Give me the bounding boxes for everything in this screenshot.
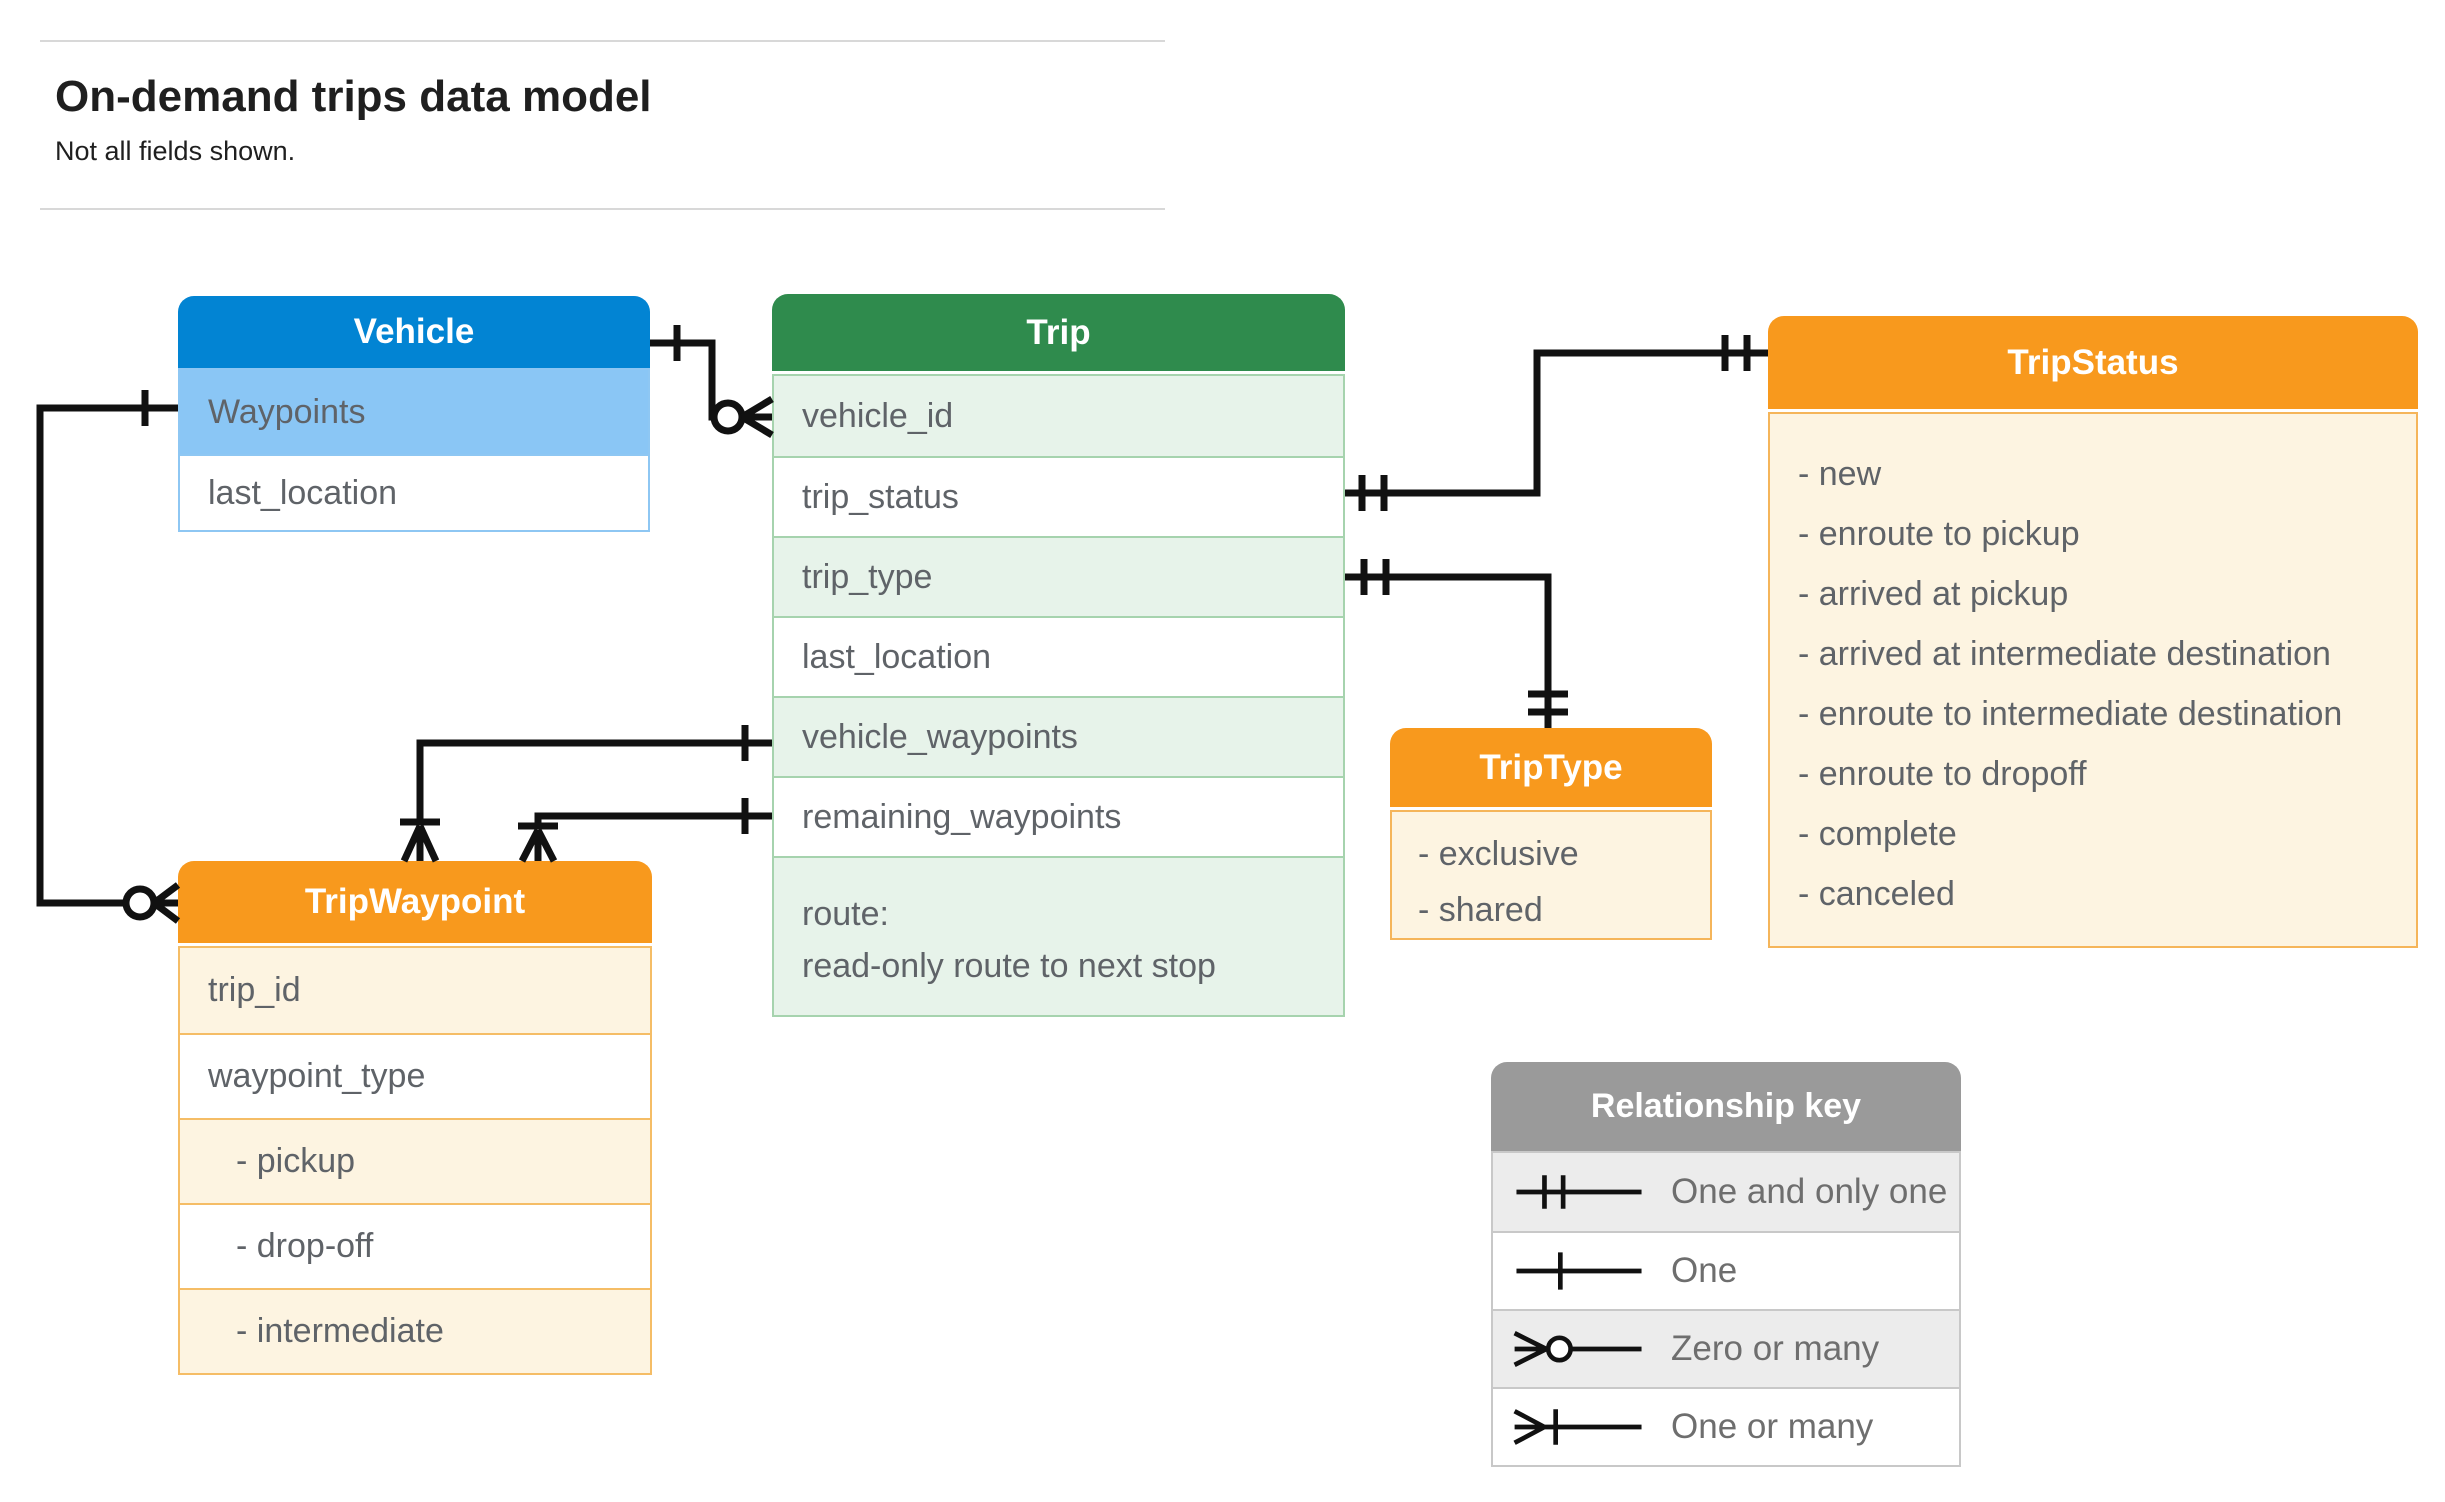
tripwaypoint-value-intermediate: - intermediate bbox=[180, 1288, 650, 1373]
field-trip-remaining-waypoints: remaining_waypoints bbox=[774, 776, 1343, 856]
tripwaypoint-value-pickup: - pickup bbox=[180, 1118, 650, 1203]
connector-trip-tripstatus bbox=[1345, 335, 1768, 511]
field-trip-last-location: last_location bbox=[774, 616, 1343, 696]
field-vehicle-last-location: last_location bbox=[180, 454, 648, 530]
tripstatus-value: - complete bbox=[1798, 815, 1957, 853]
field-trip-route-note: read-only route to next stop bbox=[802, 947, 1216, 985]
field-tripwaypoint-waypoint-type: waypoint_type bbox=[180, 1033, 650, 1118]
tripstatus-value: - canceled bbox=[1798, 875, 1955, 913]
entity-trip-header: Trip bbox=[772, 294, 1345, 374]
connector-trip-triptype bbox=[1345, 559, 1568, 728]
field-trip-status: trip_status bbox=[774, 456, 1343, 536]
tripstatus-value: - arrived at pickup bbox=[1798, 575, 2069, 613]
legend-label: Zero or many bbox=[1671, 1329, 1880, 1368]
connector-vehicle-trip bbox=[650, 325, 774, 439]
triptype-value: - shared bbox=[1418, 891, 1543, 929]
bottom-divider bbox=[40, 208, 1165, 210]
tripwaypoint-value-dropoff: - drop-off bbox=[180, 1203, 650, 1288]
tripstatus-value: - enroute to dropoff bbox=[1798, 755, 2087, 793]
one-icon bbox=[1516, 1252, 1642, 1290]
legend-row-zero-or-many: Zero or many bbox=[1493, 1309, 1959, 1387]
field-trip-route-label: route: bbox=[802, 895, 889, 933]
tripstatus-value: - enroute to pickup bbox=[1798, 515, 2080, 553]
relationship-key: Relationship key One and only one One bbox=[1491, 1062, 1961, 1467]
page-subtitle: Not all fields shown. bbox=[55, 136, 296, 166]
triptype-value: - exclusive bbox=[1418, 835, 1579, 873]
field-trip-vehicle-id: vehicle_id bbox=[774, 376, 1343, 456]
entity-vehicle-header: Vehicle bbox=[178, 296, 650, 368]
tripstatus-value: - arrived at intermediate destination bbox=[1798, 635, 2331, 673]
legend-row-one: One bbox=[1493, 1231, 1959, 1309]
entity-triptype-header: TripType bbox=[1390, 728, 1712, 810]
field-trip-route: route: read-only route to next stop bbox=[774, 856, 1343, 1015]
zero-or-many-icon bbox=[1513, 1331, 1642, 1367]
field-vehicle-waypoints: Waypoints bbox=[180, 370, 648, 454]
tripstatus-value: - new bbox=[1798, 455, 1882, 493]
entity-tripwaypoint: TripWaypoint trip_id waypoint_type - pic… bbox=[178, 861, 652, 1375]
top-divider bbox=[40, 40, 1165, 42]
field-trip-type: trip_type bbox=[774, 536, 1343, 616]
connector-trip-vehicle-waypoints bbox=[400, 725, 772, 863]
entity-vehicle: Vehicle Waypoints last_location bbox=[178, 296, 650, 532]
legend-row-one-and-only-one: One and only one bbox=[1493, 1153, 1959, 1231]
connector-trip-remaining-waypoints bbox=[518, 798, 772, 863]
one-or-many-icon bbox=[1513, 1409, 1642, 1445]
entity-trip: Trip vehicle_id trip_status trip_type la… bbox=[772, 294, 1345, 1017]
legend-label: One or many bbox=[1671, 1407, 1874, 1446]
relationship-key-header: Relationship key bbox=[1491, 1062, 1961, 1151]
connector-vehicle-tripwaypoint bbox=[36, 390, 181, 924]
entity-triptype: TripType - exclusive - shared bbox=[1390, 728, 1712, 940]
one-and-only-one-icon bbox=[1516, 1175, 1642, 1209]
entity-tripstatus: TripStatus - new - enroute to pickup - a… bbox=[1768, 316, 2418, 948]
legend-label: One bbox=[1671, 1251, 1738, 1290]
field-tripwaypoint-trip-id: trip_id bbox=[180, 948, 650, 1033]
legend-label: One and only one bbox=[1671, 1172, 1948, 1211]
field-trip-vehicle-waypoints: vehicle_waypoints bbox=[774, 696, 1343, 776]
legend-row-one-or-many: One or many bbox=[1493, 1387, 1959, 1465]
entity-tripwaypoint-header: TripWaypoint bbox=[178, 861, 652, 946]
entity-tripstatus-header: TripStatus bbox=[1768, 316, 2418, 412]
page-title: On-demand trips data model bbox=[55, 72, 652, 121]
tripstatus-value: - enroute to intermediate destination bbox=[1798, 695, 2343, 733]
